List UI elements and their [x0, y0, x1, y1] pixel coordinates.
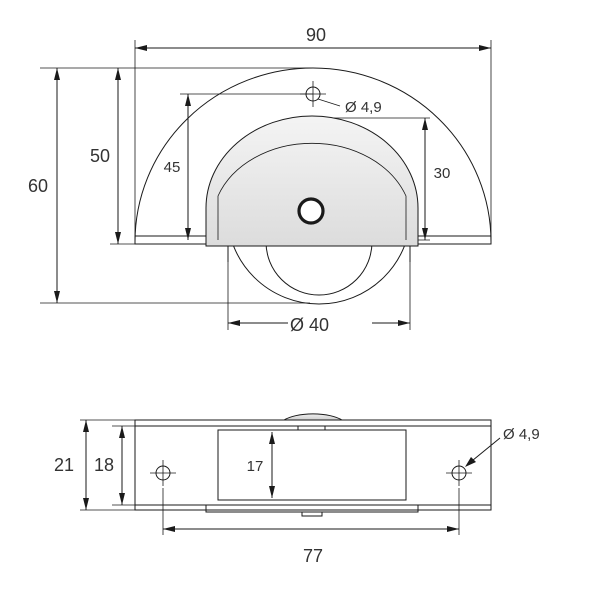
hole-height-label: 45 [164, 159, 181, 176]
wheel-bump [282, 413, 344, 421]
front-view: 90 60 50 45 30 Ø 4,9 Ø 40 [28, 25, 492, 335]
housing-height-label: 50 [90, 146, 110, 166]
bottom-hole-diameter-label: Ø 4,9 [503, 426, 540, 443]
height-label: 60 [28, 176, 48, 196]
housing-arc [134, 67, 492, 243]
hole-spacing-label: 77 [303, 546, 323, 566]
total-height-label: 21 [54, 455, 74, 475]
wheel-width-label: 17 [247, 458, 264, 475]
wheel-window [217, 429, 407, 501]
wheel-diameter-label: Ø 40 [290, 315, 329, 335]
wheel-inner-arc [265, 241, 373, 296]
bottom-strip [205, 504, 419, 513]
wheel-cover-label: 30 [434, 165, 451, 182]
housing-body [134, 419, 492, 511]
wheel-cover [205, 115, 419, 247]
hole-diameter-label: Ø 4,9 [345, 99, 382, 116]
width-label: 90 [306, 25, 326, 45]
body-height-label: 18 [94, 455, 114, 475]
bottom-view: 21 18 17 77 Ø 4,9 [54, 413, 540, 566]
axle [297, 197, 325, 225]
